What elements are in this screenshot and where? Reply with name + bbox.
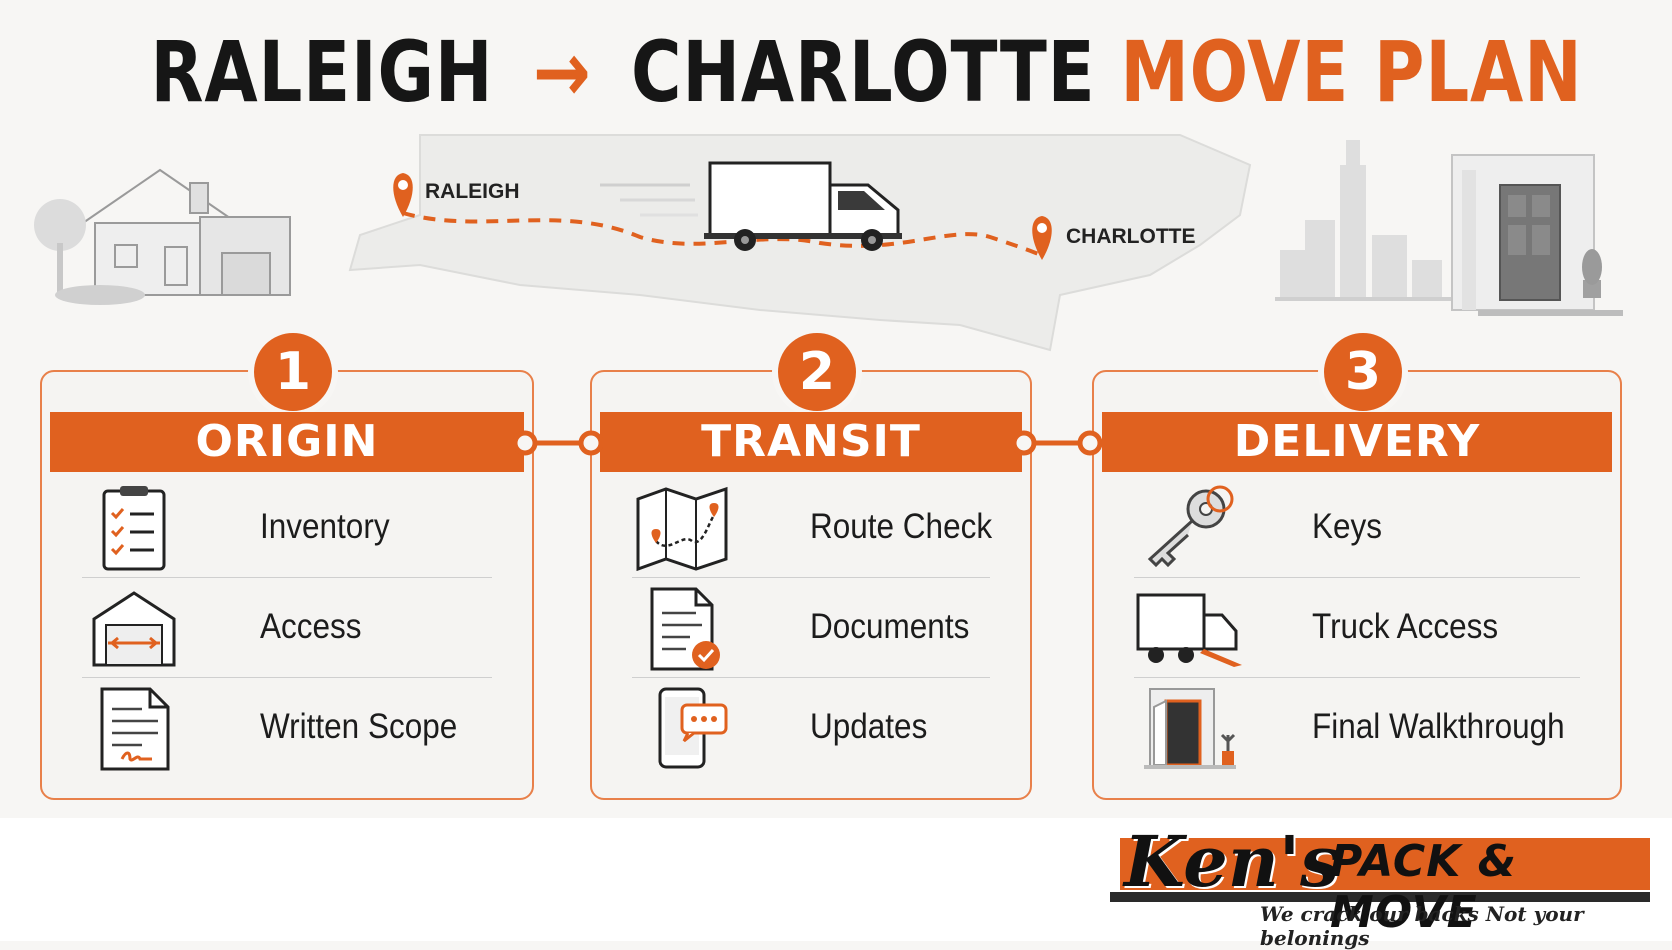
step-number: 3: [1318, 327, 1408, 417]
brand-product: PACK & MOVE: [1330, 836, 1517, 938]
state-map-shape: [348, 134, 1252, 352]
step-title: TRANSIT: [600, 412, 1022, 472]
item-label: Updates: [810, 707, 928, 746]
clipboard-checklist-icon: [102, 486, 166, 571]
page-title: RALEIGH → CHARLOTTE MOVE PLAN: [150, 30, 1581, 114]
signed-document-icon: [100, 687, 170, 771]
front-door-icon: [1451, 154, 1623, 316]
key-icon: [1147, 485, 1234, 568]
item-label: Documents: [810, 607, 970, 646]
logo-stripe: [1120, 838, 1650, 890]
list-item: Final Walkthrough: [1134, 677, 1580, 777]
list-item: Truck Access: [1134, 577, 1580, 678]
step-connector: [513, 430, 603, 456]
step-title: ORIGIN: [50, 412, 524, 472]
map-pin-icon: [393, 173, 413, 217]
pin-label-end: CHARLOTTE: [1066, 225, 1196, 248]
city-skyline-icon: [1275, 140, 1455, 301]
step-card-origin: 1 ORIGIN Inventory Access Written Scope: [40, 327, 534, 800]
moving-truck-icon: [600, 161, 902, 251]
route-illustration: RALEIGH CHARLOTTE: [34, 134, 1623, 352]
garage-icon: [92, 591, 176, 667]
item-label: Keys: [1312, 507, 1383, 546]
list-item: Documents: [632, 577, 990, 678]
step-number: 2: [772, 327, 862, 417]
open-door-icon: [1144, 688, 1236, 769]
item-label: Access: [260, 607, 362, 646]
brand-tagline: We crack our backs Not your belonings: [1260, 902, 1584, 950]
brand-logo: Ken's PACK & MOVE We crack our backs Not…: [1110, 820, 1650, 950]
list-item: Inventory: [82, 477, 492, 578]
pin-label-start: RALEIGH: [425, 180, 520, 203]
item-label: Inventory: [260, 507, 390, 546]
list-item: Keys: [1134, 477, 1580, 578]
step-title: DELIVERY: [1102, 412, 1612, 472]
document-check-icon: [650, 587, 720, 671]
step-card-transit: 2 TRANSIT Route Check Documents Upda: [590, 327, 1032, 800]
brand-name: Ken's: [1124, 820, 1340, 903]
list-item: Access: [82, 577, 492, 678]
phone-message-icon: [658, 687, 728, 769]
truck-ramp-icon: [1136, 593, 1242, 667]
step-number: 1: [248, 327, 338, 417]
step-connector: [1012, 430, 1102, 456]
item-label: Final Walkthrough: [1312, 707, 1565, 746]
title-destination: CHARLOTTE: [631, 23, 1096, 121]
map-pin-icon: [1032, 216, 1052, 260]
list-item: Route Check: [632, 477, 993, 578]
list-item: Written Scope: [82, 677, 492, 777]
house-icon: [34, 168, 291, 305]
route-line: [402, 211, 1043, 257]
logo-underline: [1110, 892, 1650, 902]
title-arrow: →: [532, 23, 592, 121]
title-accent: MOVE PLAN: [1120, 23, 1583, 121]
list-item: Updates: [632, 677, 990, 777]
item-label: Written Scope: [260, 707, 458, 746]
step-card-delivery: 3 DELIVERY Keys Truck Access Final Walkt…: [1092, 327, 1622, 800]
route-map-icon: [636, 486, 728, 571]
title-origin: RALEIGH: [150, 23, 494, 121]
item-label: Truck Access: [1312, 607, 1499, 646]
item-label: Route Check: [810, 507, 993, 546]
